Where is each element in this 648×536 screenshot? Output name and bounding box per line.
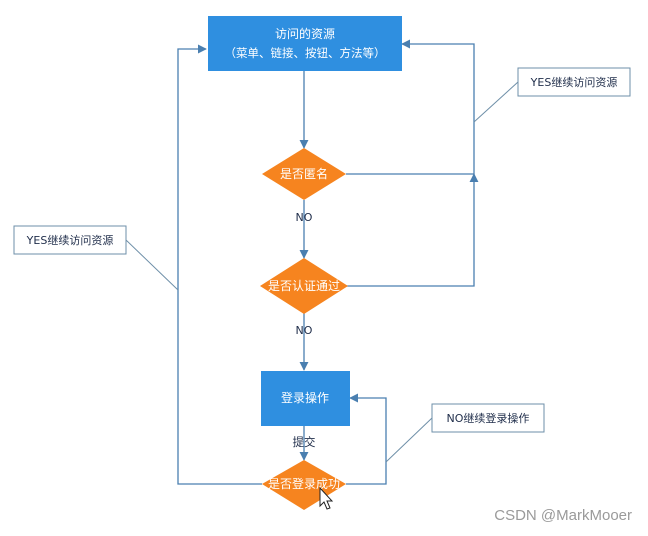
callout-yes-left-box bbox=[13, 225, 127, 255]
node-success bbox=[262, 460, 346, 510]
node-anonymous bbox=[262, 148, 346, 200]
edge-success-no bbox=[346, 393, 387, 485]
node-resource-line2: （菜单、链接、按钮、方法等） bbox=[225, 46, 386, 60]
callout-leader-yes-left bbox=[125, 239, 179, 291]
node-login bbox=[261, 371, 350, 426]
edge-label-no1: NO bbox=[296, 211, 313, 224]
callout-leader-no-right bbox=[385, 417, 433, 463]
mouse-cursor-icon bbox=[319, 486, 334, 510]
callout-no-right-box bbox=[431, 403, 545, 433]
node-auth-label: 是否认证通过 bbox=[268, 279, 340, 293]
callout-yes-left-text: YES继续访问资源 bbox=[26, 233, 114, 247]
edge-auth-yes bbox=[346, 173, 479, 287]
callout-yes-right-text: YES继续访问资源 bbox=[530, 75, 618, 89]
callout-yes-right-box bbox=[517, 67, 631, 97]
callout-no-right-text: NO继续登录操作 bbox=[447, 411, 530, 425]
node-resource bbox=[208, 16, 402, 71]
node-auth bbox=[260, 258, 348, 314]
watermark: CSDN @MarkMooer bbox=[494, 507, 632, 524]
node-success-label: 是否登录成功 bbox=[268, 476, 340, 491]
callout-leader-yes-right bbox=[473, 81, 519, 123]
node-resource-line1: 访问的资源 bbox=[275, 26, 335, 41]
node-login-label: 登录操作 bbox=[281, 390, 329, 405]
node-anonymous-label: 是否匿名 bbox=[280, 166, 328, 181]
edge-label-submit: 提交 bbox=[293, 435, 316, 449]
edge-label-no2: NO bbox=[296, 324, 313, 337]
edge-success-yes bbox=[177, 44, 262, 485]
edge-yes-to-resource bbox=[401, 39, 475, 174]
